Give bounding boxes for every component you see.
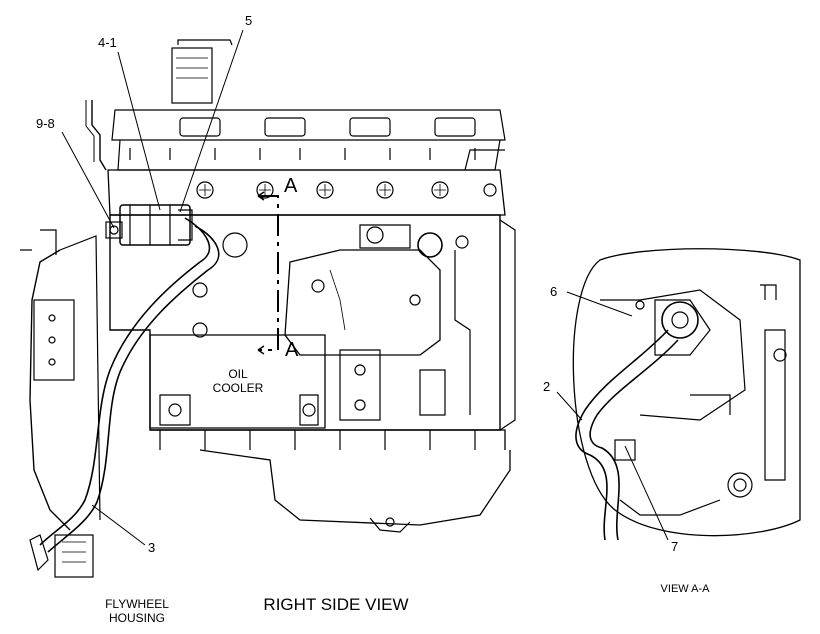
leader-lines — [61, 29, 244, 546]
valve-cover — [85, 39, 506, 171]
view-a-a-caption: VIEW A-A — [660, 583, 710, 595]
oil-cooler-label: OIL COOLER — [198, 367, 278, 396]
front-plate — [192, 249, 441, 356]
oil-line-hose — [39, 217, 220, 553]
fitting-assembly — [105, 204, 193, 246]
cylinder-block — [109, 214, 516, 431]
callout-6: 6 — [550, 284, 558, 299]
callout-5: 5 — [245, 13, 253, 28]
section-mark-top: A — [284, 175, 298, 197]
flywheel-housing — [20, 229, 101, 531]
oil-cooler — [149, 334, 446, 429]
callout-9-8: 9-8 — [36, 116, 55, 131]
bottom-fitting — [29, 534, 94, 578]
detail-view-a-a — [572, 248, 801, 537]
section-mark-bottom: A — [285, 339, 299, 361]
detail-leader-lines — [556, 291, 669, 541]
callout-2: 2 — [543, 379, 551, 394]
flywheel-caption-line1: FLYWHEEL — [105, 597, 169, 611]
section-line-a-a — [257, 191, 279, 355]
right-side-view-caption: RIGHT SIDE VIEW — [263, 595, 409, 614]
oil-cooler-label-line2: COOLER — [212, 380, 264, 395]
detail-hose — [575, 329, 679, 541]
callout-3: 3 — [148, 540, 156, 555]
cylinder-head — [107, 149, 506, 216]
oil-pan — [150, 429, 511, 533]
flywheel-housing-caption: FLYWHEEL HOUSING — [92, 597, 182, 626]
callout-4-1: 4-1 — [98, 35, 117, 50]
callout-7: 7 — [671, 539, 679, 554]
flywheel-caption-line2: HOUSING — [108, 610, 165, 625]
oil-cooler-label-line1: OIL — [228, 367, 248, 381]
